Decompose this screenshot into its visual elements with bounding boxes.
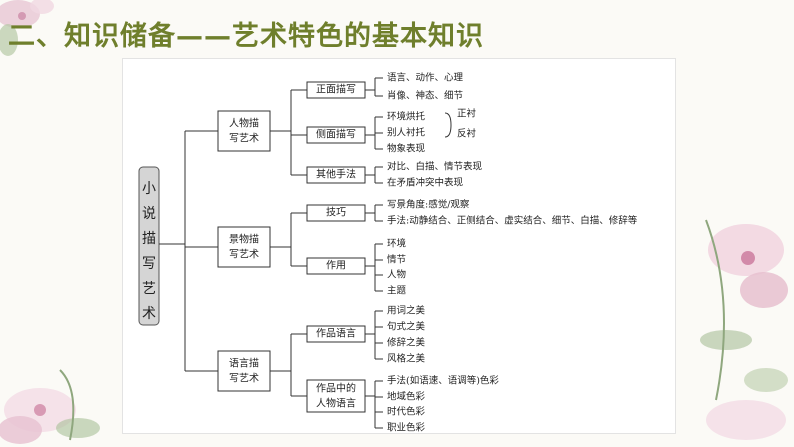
branch-label: 写艺术 xyxy=(229,133,259,145)
extra-label: 正衬 xyxy=(457,108,477,120)
root-box xyxy=(138,166,160,326)
sub-label: 正面描写 xyxy=(316,83,356,96)
leaf-label: 用词之美 xyxy=(387,305,426,317)
flower-decoration-right xyxy=(700,219,788,440)
branch-box xyxy=(217,226,271,268)
leaf-label: 手法(如语速、语调等)色彩 xyxy=(387,375,499,387)
leaf-label: 情节 xyxy=(387,254,406,266)
branch-box xyxy=(217,350,271,392)
branch-label: 写艺术 xyxy=(229,249,259,261)
sub-label: 作用 xyxy=(326,260,346,272)
branch-label: 语言描 xyxy=(229,357,259,370)
sub-label: 作品语言 xyxy=(316,327,356,340)
branch-box xyxy=(217,110,271,152)
sub-label: 侧面描写 xyxy=(316,128,356,141)
sub-label: 作品中的 xyxy=(316,382,356,395)
diagram-panel: 小说描写艺术人物描写艺术正面描写语言、动作、心理肖像、神态、细节侧面描写环境烘托… xyxy=(122,58,676,434)
leaf-label: 对比、白描、情节表现 xyxy=(387,161,483,173)
leaf-label: 在矛盾冲突中表现 xyxy=(387,177,464,189)
flower-decoration-bottom-left xyxy=(0,369,100,444)
root-label-char: 说 xyxy=(142,206,156,222)
leaf-label: 人物 xyxy=(387,269,407,281)
leaf-label: 环境烘托 xyxy=(387,111,426,123)
sub-label: 其他手法 xyxy=(316,168,356,181)
sub-label: 人物语言 xyxy=(316,397,356,410)
root-label-char: 写 xyxy=(142,256,156,272)
root-label-char: 小 xyxy=(142,181,156,197)
leaf-label: 肖像、神态、细节 xyxy=(387,90,463,102)
leaf-label: 句式之美 xyxy=(387,321,426,333)
leaf-label: 别人衬托 xyxy=(387,127,426,139)
leaf-label: 修辞之美 xyxy=(387,337,426,349)
sub-label: 技巧 xyxy=(326,206,346,219)
sub-box xyxy=(306,379,366,413)
branch-label: 写艺术 xyxy=(229,373,259,385)
leaf-label: 地域色彩 xyxy=(387,391,426,403)
leaf-label: 主题 xyxy=(387,285,407,297)
root-label-char: 描 xyxy=(142,231,156,247)
branch-label: 人物描 xyxy=(229,117,259,130)
page-title: 二、知识储备——艺术特色的基本知识 xyxy=(8,21,484,52)
branch-label: 景物描 xyxy=(229,233,259,246)
leaf-label: 风格之美 xyxy=(387,353,426,365)
leaf-label: 手法:动静结合、正侧结合、虚实结合、细节、白描、修辞等 xyxy=(387,215,638,227)
leaf-label: 语言、动作、心理 xyxy=(387,72,464,84)
leaf-label: 环境 xyxy=(387,238,407,250)
mind-map-diagram: 小说描写艺术人物描写艺术正面描写语言、动作、心理肖像、神态、细节侧面描写环境烘托… xyxy=(138,72,638,434)
leaf-label: 写景角度:感觉/观察 xyxy=(387,199,470,211)
flower-decoration-top-left xyxy=(0,0,54,56)
brace xyxy=(444,112,452,138)
leaf-label: 时代色彩 xyxy=(387,406,426,418)
leaf-label: 职业色彩 xyxy=(387,422,426,434)
root-label-char: 术 xyxy=(142,306,156,322)
extra-label: 反衬 xyxy=(457,128,477,140)
leaf-label: 物象表现 xyxy=(387,143,426,155)
root-label-char: 艺 xyxy=(142,281,156,297)
